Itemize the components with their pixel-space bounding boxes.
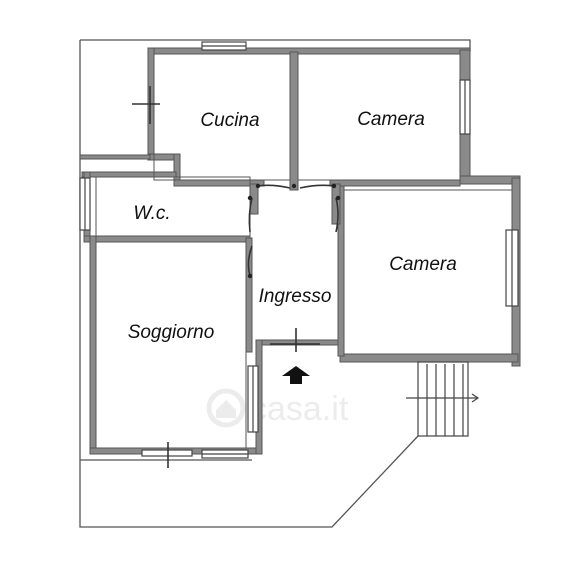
watermark: casa.it <box>206 388 349 428</box>
room-label-soggiorno: Soggiorno <box>128 322 215 343</box>
doors <box>132 86 339 468</box>
windows <box>79 41 519 459</box>
house-logo-icon <box>206 388 246 428</box>
up-arrow-icon <box>282 366 310 384</box>
room-label-wc: W.c. <box>133 203 170 224</box>
room-label-cucina: Cucina <box>200 110 259 131</box>
stairs <box>406 361 480 437</box>
room-label-camera-right: Camera <box>389 254 457 275</box>
room-label-ingresso: Ingresso <box>259 286 332 307</box>
watermark-text: casa.it <box>250 390 349 428</box>
room-outlines <box>95 53 513 449</box>
room-label-camera-top: Camera <box>357 109 425 130</box>
door-dots <box>247 183 341 279</box>
